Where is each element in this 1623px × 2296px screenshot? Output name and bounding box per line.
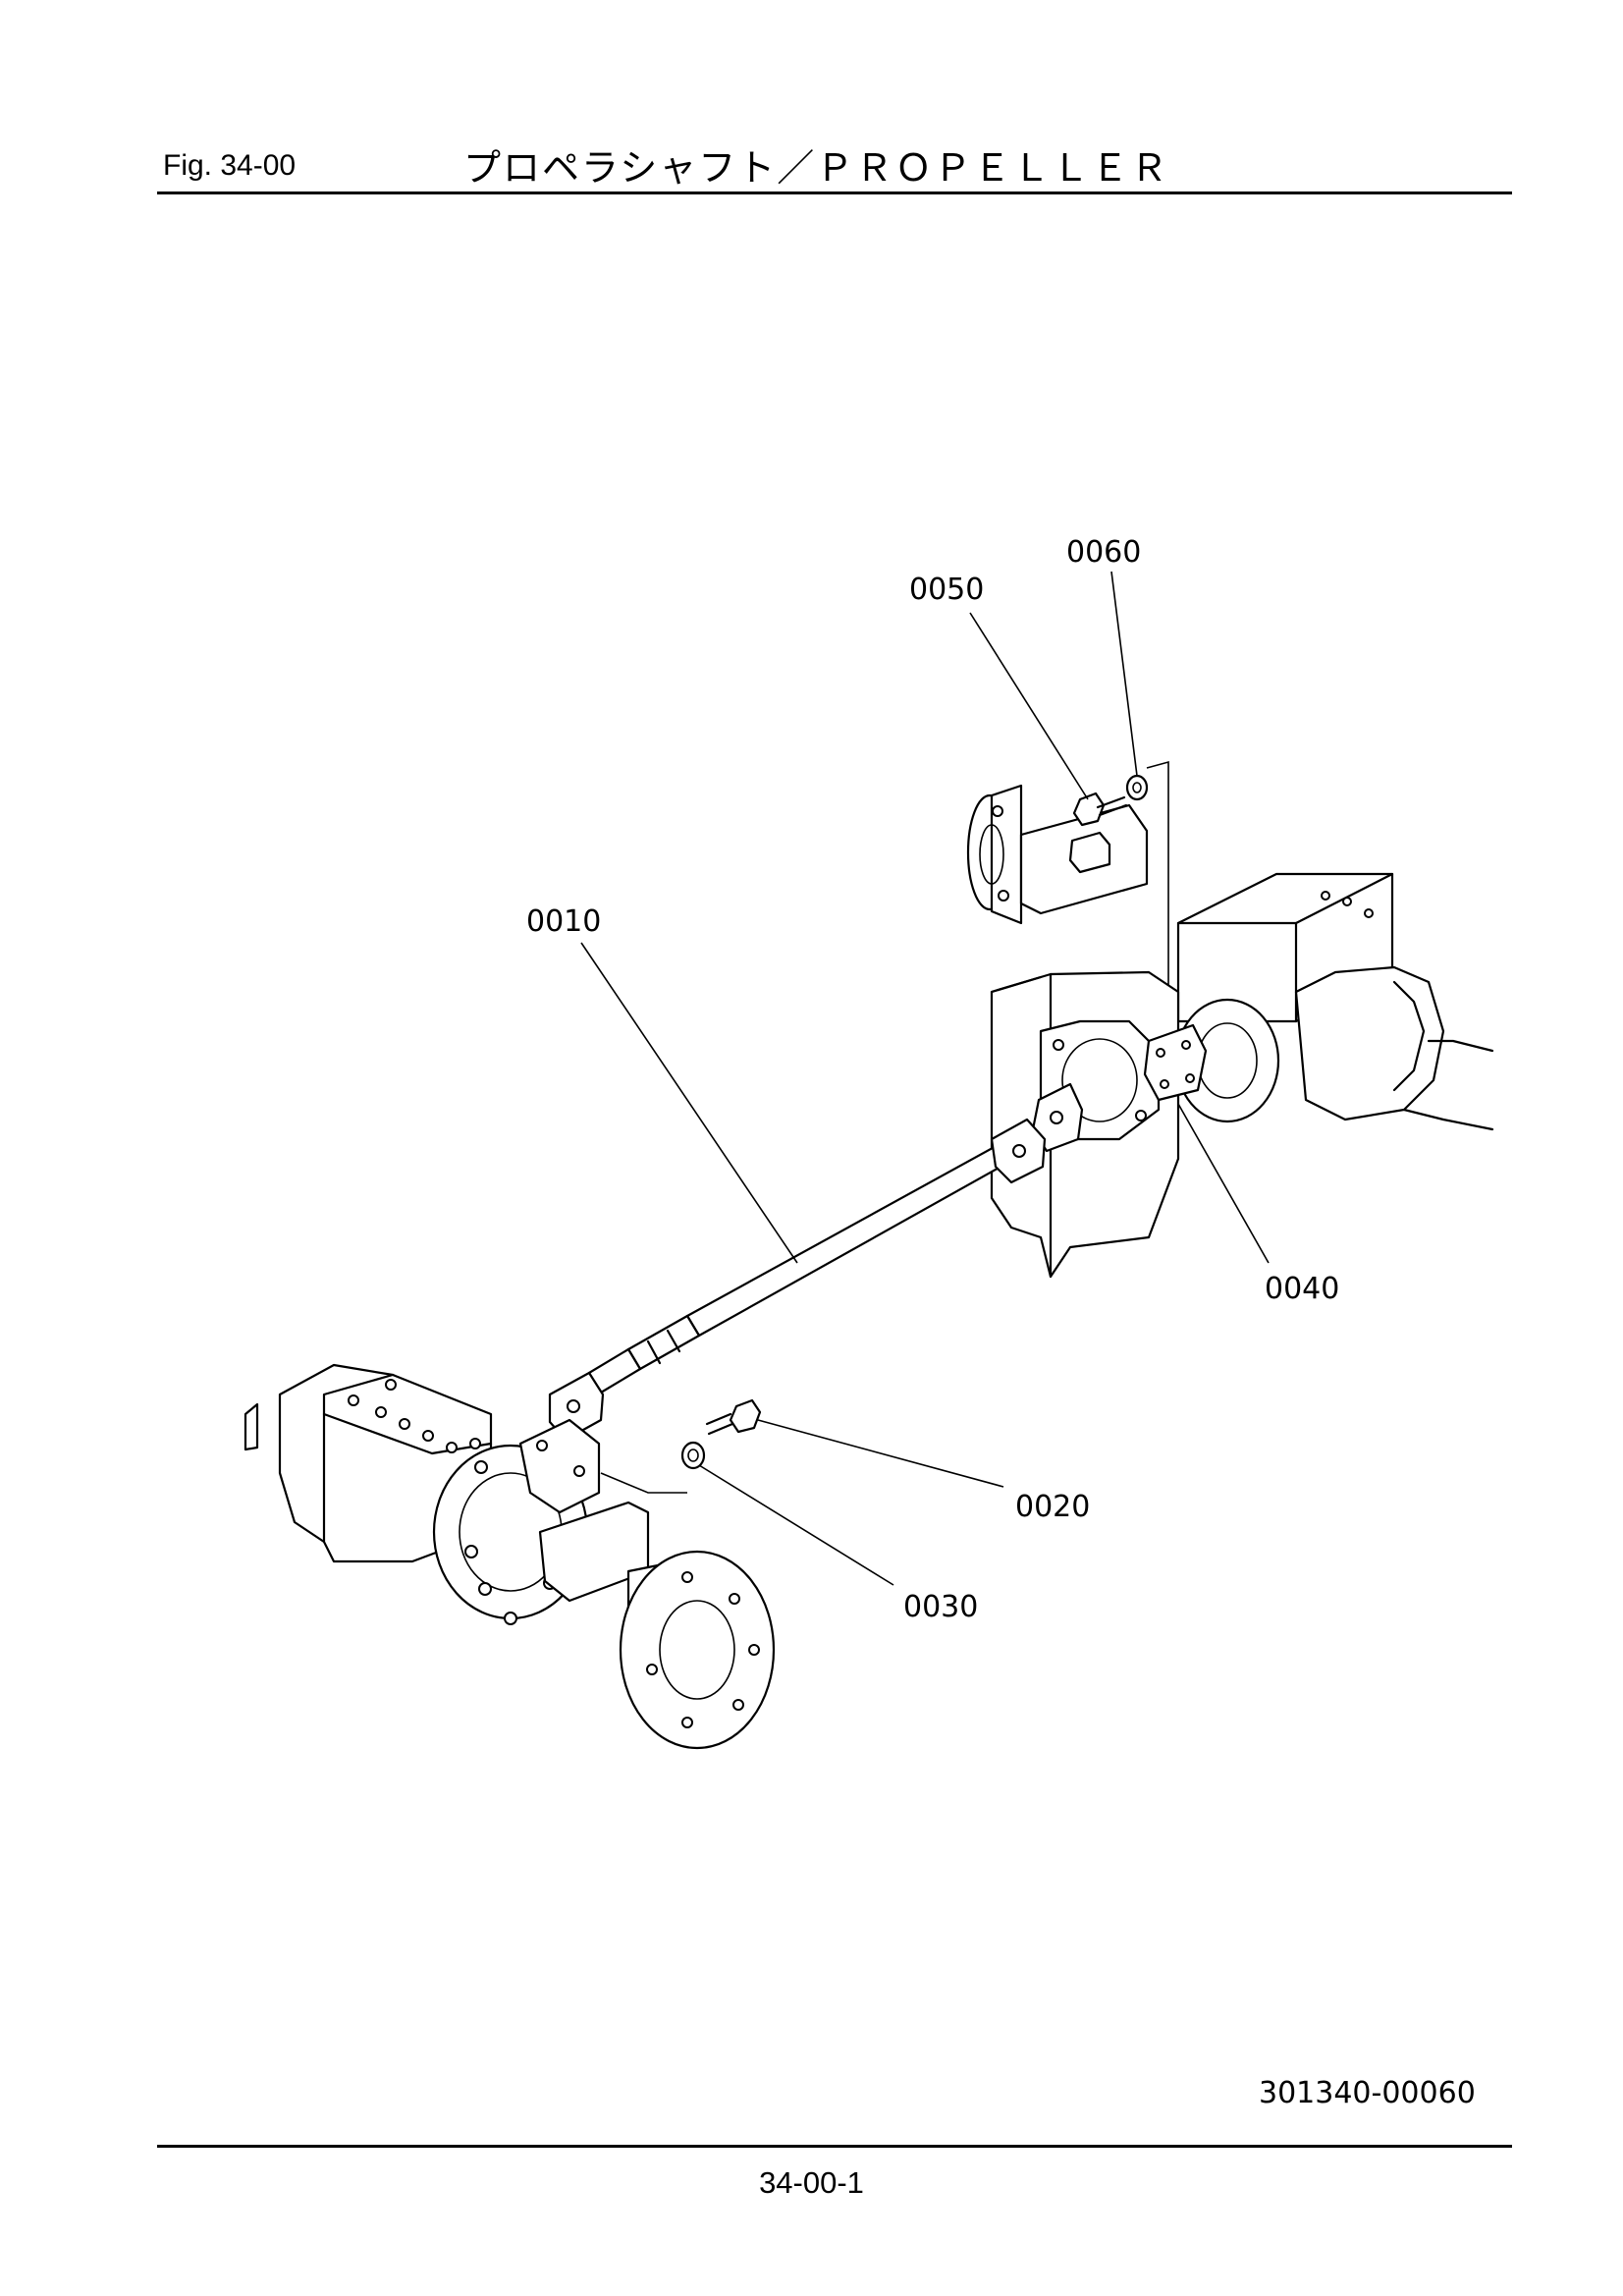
page-number: 34-00-1 bbox=[759, 2165, 864, 2200]
callout-0060: 0060 bbox=[1066, 535, 1141, 570]
transmission-assembly bbox=[966, 760, 1494, 1279]
callout-0020: 0020 bbox=[1015, 1490, 1090, 1524]
drawing-number: 301340-00060 bbox=[1259, 2076, 1476, 2110]
callout-0040: 0040 bbox=[1265, 1272, 1339, 1306]
lower-bolt-and-washer bbox=[680, 1398, 762, 1470]
rear-axle-assembly bbox=[243, 1363, 776, 1750]
page-title: プロペラシャフト／ＰＲＯＰＥＬＬＥＲ bbox=[463, 146, 1170, 190]
figure-number: Fig. 34-00 bbox=[163, 149, 297, 182]
callout-0050: 0050 bbox=[909, 573, 984, 607]
header-rule bbox=[157, 191, 1512, 194]
upper-bolt-and-washer bbox=[1072, 774, 1149, 827]
propeller-shaft bbox=[548, 1118, 1047, 1442]
leader-lines bbox=[580, 571, 1270, 1586]
footer-rule bbox=[157, 2145, 1512, 2148]
callout-0030: 0030 bbox=[903, 1590, 978, 1624]
callout-0010: 0010 bbox=[526, 904, 601, 939]
